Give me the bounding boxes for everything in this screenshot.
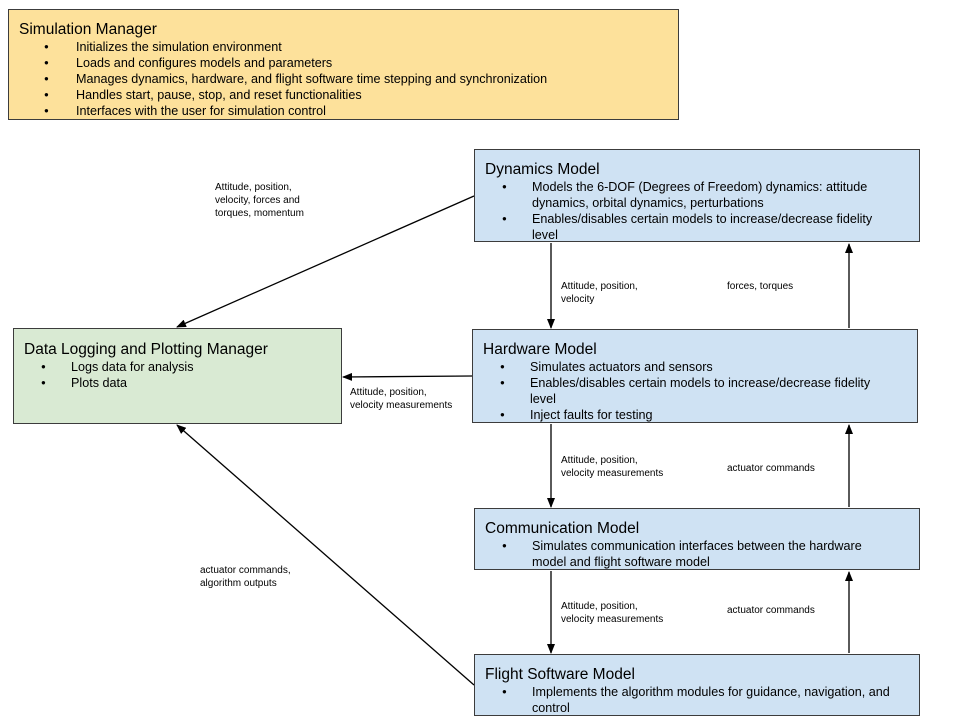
- label-hardware-to-communication: Attitude, position, velocity measurement…: [561, 454, 663, 480]
- dynamics-model-list: Models the 6-DOF (Degrees of Freedom) dy…: [485, 179, 919, 243]
- list-item: Initializes the simulation environment: [19, 39, 678, 55]
- list-item: Simulates communication interfaces betwe…: [485, 538, 919, 570]
- label-line: velocity, forces and: [215, 195, 300, 206]
- label-dynamics-to-logging: Attitude, position, velocity, forces and…: [215, 181, 304, 220]
- list-item: Logs data for analysis: [24, 359, 341, 375]
- label-line: Attitude, position,: [350, 387, 427, 398]
- label-line: forces, torques: [727, 281, 794, 292]
- data-logging-box: Data Logging and Plotting Manager Logs d…: [13, 328, 342, 424]
- list-item: Plots data: [24, 375, 341, 391]
- label-dynamics-to-hardware: Attitude, position, velocity: [561, 280, 638, 306]
- label-line: algorithm outputs: [200, 578, 277, 589]
- list-item: Loads and configures models and paramete…: [19, 55, 678, 71]
- label-line: actuator commands: [727, 463, 815, 474]
- label-communication-to-hardware: actuator commands: [727, 462, 815, 475]
- label-line: velocity measurements: [350, 400, 453, 411]
- label-line: actuator commands,: [200, 565, 291, 576]
- label-line: torques, momentum: [215, 208, 304, 219]
- flight-software-model-title: Flight Software Model: [485, 666, 635, 683]
- label-line: actuator commands: [727, 605, 815, 616]
- label-line: velocity: [561, 294, 595, 305]
- label-line: Attitude, position,: [215, 182, 292, 193]
- arrow-flightsw-to-logging: [176, 424, 475, 686]
- hardware-model-list: Simulates actuators and sensors Enables/…: [483, 359, 917, 423]
- list-item: Simulates actuators and sensors: [483, 359, 917, 375]
- label-hardware-to-logging: Attitude, position, velocity measurement…: [350, 386, 452, 412]
- data-logging-list: Logs data for analysis Plots data: [24, 359, 341, 391]
- arrow-dynamics-to-logging: [176, 195, 475, 328]
- label-line: Attitude, position,: [561, 601, 638, 612]
- flight-software-model-list: Implements the algorithm modules for gui…: [485, 684, 919, 716]
- dynamics-model-title: Dynamics Model: [485, 161, 600, 178]
- label-line: Attitude, position,: [561, 455, 638, 466]
- list-item: Inject faults for testing: [483, 407, 917, 423]
- arrow-hardware-to-logging: [342, 372, 473, 381]
- label-flightsw-to-logging: actuator commands, algorithm outputs: [200, 564, 291, 590]
- list-item: Implements the algorithm modules for gui…: [485, 684, 919, 716]
- list-item: Manages dynamics, hardware, and flight s…: [19, 71, 678, 87]
- dynamics-model-box: Dynamics Model Models the 6-DOF (Degrees…: [474, 149, 920, 242]
- list-item: Enables/disables certain models to incre…: [483, 375, 917, 407]
- flight-software-model-box: Flight Software Model Implements the alg…: [474, 654, 920, 716]
- data-logging-title: Data Logging and Plotting Manager: [24, 341, 268, 358]
- label-communication-to-flightsw: Attitude, position, velocity measurement…: [561, 600, 663, 626]
- communication-model-box: Communication Model Simulates communicat…: [474, 508, 920, 570]
- simulation-manager-title: Simulation Manager: [19, 21, 157, 38]
- list-item: Handles start, pause, stop, and reset fu…: [19, 87, 678, 103]
- simulation-manager-box: Simulation Manager Initializes the simul…: [8, 9, 679, 120]
- hardware-model-box: Hardware Model Simulates actuators and s…: [472, 329, 918, 423]
- hardware-model-title: Hardware Model: [483, 341, 597, 358]
- list-item: Interfaces with the user for simulation …: [19, 103, 678, 119]
- list-item: Models the 6-DOF (Degrees of Freedom) dy…: [485, 179, 919, 211]
- list-item: Enables/disables certain models to incre…: [485, 211, 919, 243]
- simulation-manager-list: Initializes the simulation environment L…: [19, 39, 678, 119]
- communication-model-title: Communication Model: [485, 520, 640, 537]
- label-line: velocity measurements: [561, 468, 664, 479]
- label-flightsw-to-communication: actuator commands: [727, 604, 815, 617]
- label-line: velocity measurements: [561, 614, 664, 625]
- label-hardware-to-dynamics: forces, torques: [727, 280, 793, 293]
- communication-model-list: Simulates communication interfaces betwe…: [485, 538, 919, 570]
- label-line: Attitude, position,: [561, 281, 638, 292]
